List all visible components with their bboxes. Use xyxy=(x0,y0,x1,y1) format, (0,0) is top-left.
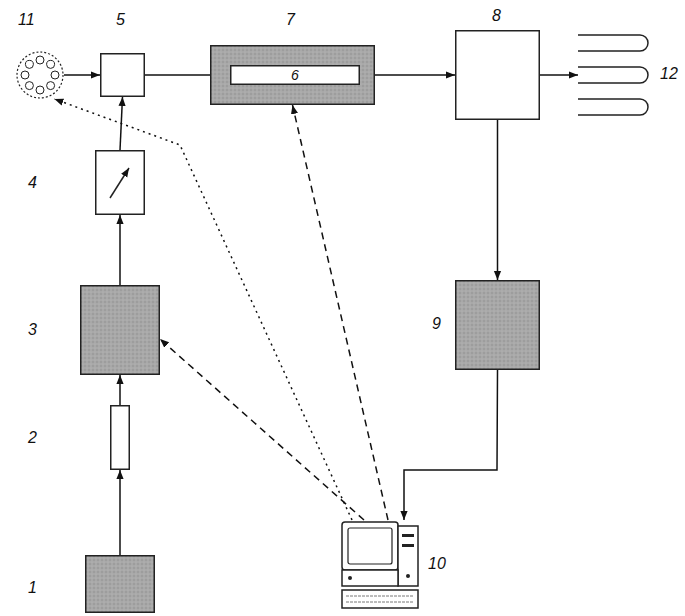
carousel-outline xyxy=(16,51,64,99)
gauge-box: 4 xyxy=(95,150,145,215)
callout-number: 7 xyxy=(286,12,295,28)
callout-number: 11 xyxy=(18,12,35,28)
callout-number: 1 xyxy=(28,580,37,596)
control-line xyxy=(54,99,352,520)
callout-number: 10 xyxy=(428,556,446,572)
flow-arrow xyxy=(64,74,100,76)
filter-box: 2 xyxy=(110,405,130,470)
flow-arrow xyxy=(404,370,498,520)
column-tube: 6 xyxy=(230,65,360,85)
computer-icon: 10 xyxy=(340,520,420,612)
plain-outline xyxy=(455,30,540,120)
callout-number: 12 xyxy=(660,66,678,82)
detector-box: 8 xyxy=(455,30,540,120)
callout-number: 8 xyxy=(492,8,501,24)
flow-arrow xyxy=(497,120,499,280)
gray-outline xyxy=(455,280,540,370)
control-line xyxy=(293,105,389,520)
tubes-outline xyxy=(578,30,650,120)
pump-box: 3 xyxy=(80,285,160,375)
callout-number: 5 xyxy=(116,12,125,28)
collector-tubes: 12 xyxy=(578,30,650,120)
thermostat-box: 76 xyxy=(210,45,375,105)
flow-arrow xyxy=(119,215,121,285)
flow-arrow xyxy=(119,470,121,555)
callout-number: 4 xyxy=(28,175,37,191)
gauge-outline xyxy=(95,150,145,215)
flow-arrow xyxy=(540,74,578,76)
plain-outline xyxy=(110,405,130,470)
callout-number: 3 xyxy=(28,322,37,338)
control-line xyxy=(160,339,364,520)
computer-outline xyxy=(340,520,420,612)
callout-number: 9 xyxy=(432,316,441,332)
interface-box: 9 xyxy=(455,280,540,370)
plain-outline xyxy=(100,53,145,97)
callout-number: 2 xyxy=(28,430,37,446)
gray-outline xyxy=(80,285,160,375)
gray-outline xyxy=(85,555,155,613)
source-box: 1 xyxy=(85,555,155,613)
callout-number: 6 xyxy=(230,65,360,85)
sample-carousel: 11 xyxy=(16,51,64,99)
injector-box: 5 xyxy=(100,53,145,97)
flow-arrow xyxy=(119,375,121,405)
